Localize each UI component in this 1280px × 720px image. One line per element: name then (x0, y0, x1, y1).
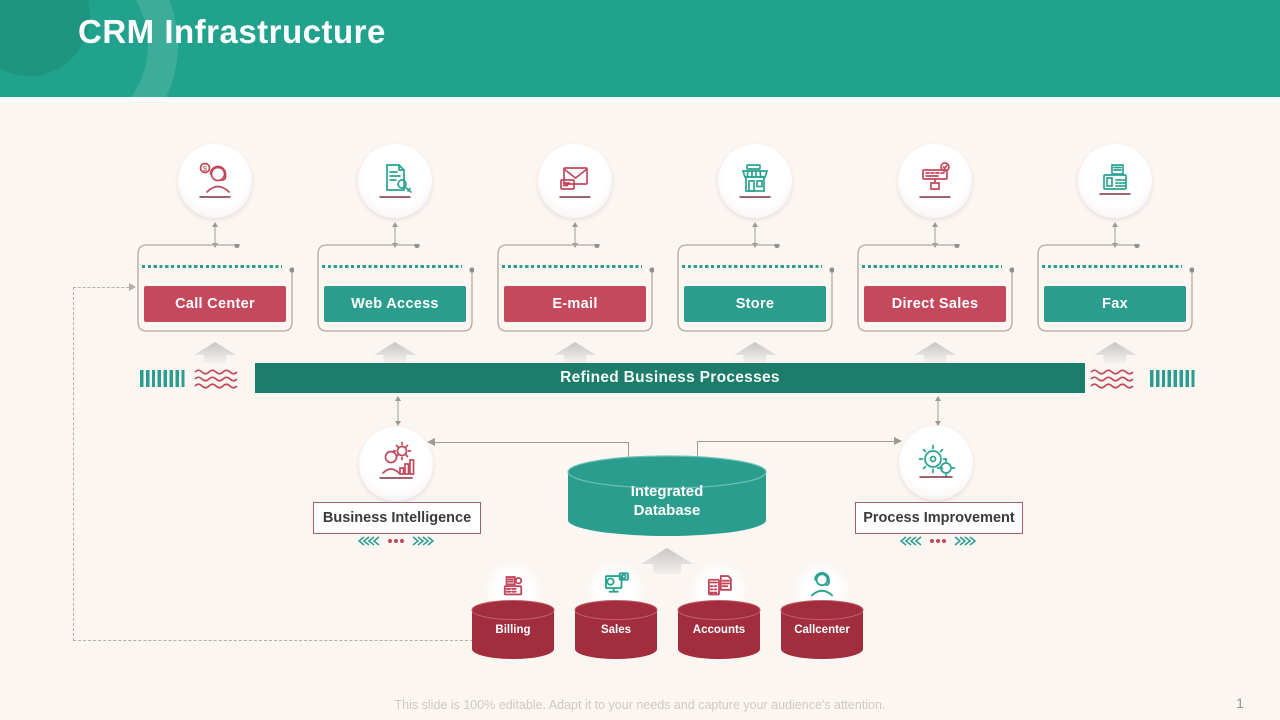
arrowhead (894, 437, 902, 445)
headset-agent-icon (811, 571, 833, 597)
business-intelligence-label: Business Intelligence (313, 502, 481, 534)
up-arrow (641, 548, 693, 574)
source-cylinder-callcenter: Callcenter (780, 600, 864, 662)
source-cylinder-sales: Sales (574, 600, 658, 662)
db-to-pi-connector (697, 441, 698, 460)
db-to-bi-connector (433, 442, 628, 443)
arrowhead (427, 438, 435, 446)
waves-decoration (194, 369, 238, 389)
monitor-dollar-icon (605, 572, 629, 593)
dotted-divider (142, 265, 282, 268)
up-arrow (1094, 342, 1136, 363)
slide-title: CRM Infrastructure (78, 13, 386, 50)
call-center-icon: $ (178, 144, 252, 218)
cash-register-icon (503, 576, 523, 596)
channel-web-access: Web Access (316, 144, 474, 336)
db-to-pi-connector (697, 441, 894, 442)
channel-card: E-mail (496, 244, 654, 332)
feedback-loop (73, 287, 74, 641)
header-banner: CRM Infrastructure (0, 0, 1280, 102)
cylinder-label: Accounts (692, 624, 746, 636)
down-arrow-connector (935, 396, 941, 426)
source-cylinder-accounts: Accounts (677, 600, 761, 662)
dotted-divider (502, 265, 642, 268)
barcode-decoration (140, 370, 186, 387)
up-arrow (734, 342, 776, 363)
channel-card: Web Access (316, 244, 474, 332)
channel-card: Store (676, 244, 834, 332)
dotted-divider (682, 265, 822, 268)
dotted-divider (862, 265, 1002, 268)
person-analytics-icon (359, 427, 433, 501)
barcode-decoration (1150, 370, 1196, 387)
down-arrow-connector (395, 396, 401, 426)
channel-button-email: E-mail (504, 286, 646, 322)
channel-card: Fax (1036, 244, 1194, 332)
fax-icon (1078, 144, 1152, 218)
cylinder-label: Callcenter (794, 624, 850, 636)
chevron-dots-decoration (357, 536, 435, 546)
cylinder-label: Sales (600, 624, 632, 636)
channel-store: Store (676, 144, 834, 336)
channel-button-direct-sales: Direct Sales (864, 286, 1006, 322)
channel-button-call-center: Call Center (144, 286, 286, 322)
channel-fax: Fax (1036, 144, 1194, 336)
up-arrow (194, 342, 236, 363)
store-icon (718, 144, 792, 218)
up-arrow (374, 342, 416, 363)
process-bar-label: Refined Business Processes (560, 369, 780, 386)
svg-text:$: $ (203, 164, 208, 173)
dotted-divider (322, 265, 462, 268)
up-arrow (914, 342, 956, 363)
dotted-divider (1042, 265, 1182, 268)
channel-card: Call Center (136, 244, 294, 332)
page-number: 1 (1236, 695, 1244, 711)
channel-button-store: Store (684, 286, 826, 322)
process-bar: Refined Business Processes (255, 363, 1085, 393)
channel-direct-sales: Direct Sales (856, 144, 1014, 336)
calculator-icon (708, 575, 732, 596)
waves-decoration (1090, 369, 1134, 389)
chevron-dots-decoration (899, 536, 977, 546)
up-arrow (554, 342, 596, 363)
gears-icon (899, 426, 973, 500)
channel-card: Direct Sales (856, 244, 1014, 332)
feedback-loop (73, 287, 129, 288)
source-cylinder-billing: Billing (471, 600, 555, 662)
channel-button-web-access: Web Access (324, 286, 466, 322)
feedback-loop (73, 640, 473, 641)
channel-call-center: $ Call Center (136, 144, 294, 336)
cylinder-label: Billing (495, 624, 531, 636)
db-to-bi-connector (628, 442, 629, 460)
direct-sales-icon (898, 144, 972, 218)
feedback-arrowhead (129, 283, 136, 291)
process-improvement-label: Process Improvement (855, 502, 1023, 534)
database-label: Integrated Database (630, 483, 704, 519)
integrated-database: Integrated Database (567, 455, 767, 539)
footer-note: This slide is 100% editable. Adapt it to… (394, 698, 886, 712)
email-icon (538, 144, 612, 218)
channel-button-fax: Fax (1044, 286, 1186, 322)
web-access-icon (358, 144, 432, 218)
channel-email: E-mail (496, 144, 654, 336)
